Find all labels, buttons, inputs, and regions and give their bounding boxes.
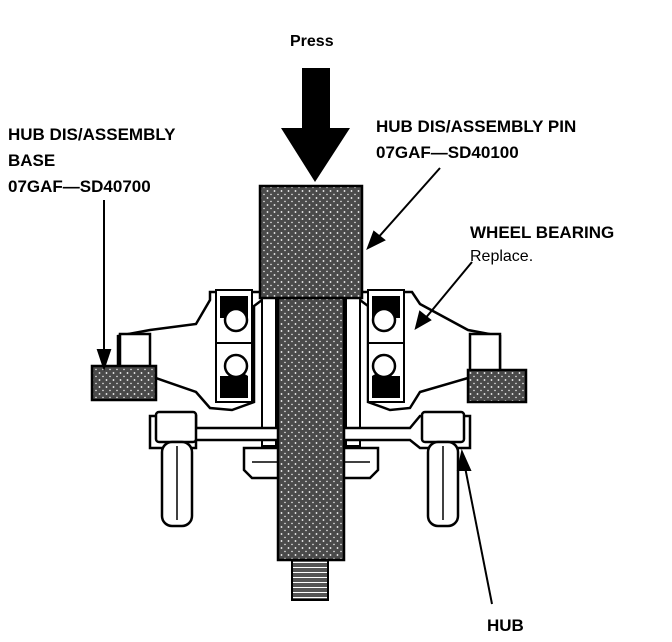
base-block-right [466,368,528,404]
wheel-stud-left [154,410,198,528]
pin-part-number: 07GAF—SD40100 [376,143,519,162]
hub-sleeve-right [345,295,361,447]
wheel-bearing-label: WHEEL BEARING [470,223,615,242]
base-part-number: 07GAF—SD40700 [8,177,151,196]
pin-label: HUB DIS/ASSEMBLY PIN [376,117,577,136]
base-block-left [90,364,158,402]
base-label-line1: HUB DIS/ASSEMBLY [8,125,176,144]
pin-shaft [276,296,346,562]
wheel-bearing-note: Replace. [470,248,534,265]
press-label: Press [290,33,334,50]
knuckle-tab-right [468,332,502,376]
hub-label: HUB [487,616,524,635]
bearing-right [367,289,405,403]
wheel-stud-right [420,410,466,528]
pin-head [258,184,364,300]
leaders [96,167,493,605]
press-arrow [281,68,350,182]
base-label-line2: BASE [8,151,56,170]
pin-thread [291,559,329,601]
hub-sleeve-left [261,295,277,447]
bearing-left [215,289,253,403]
